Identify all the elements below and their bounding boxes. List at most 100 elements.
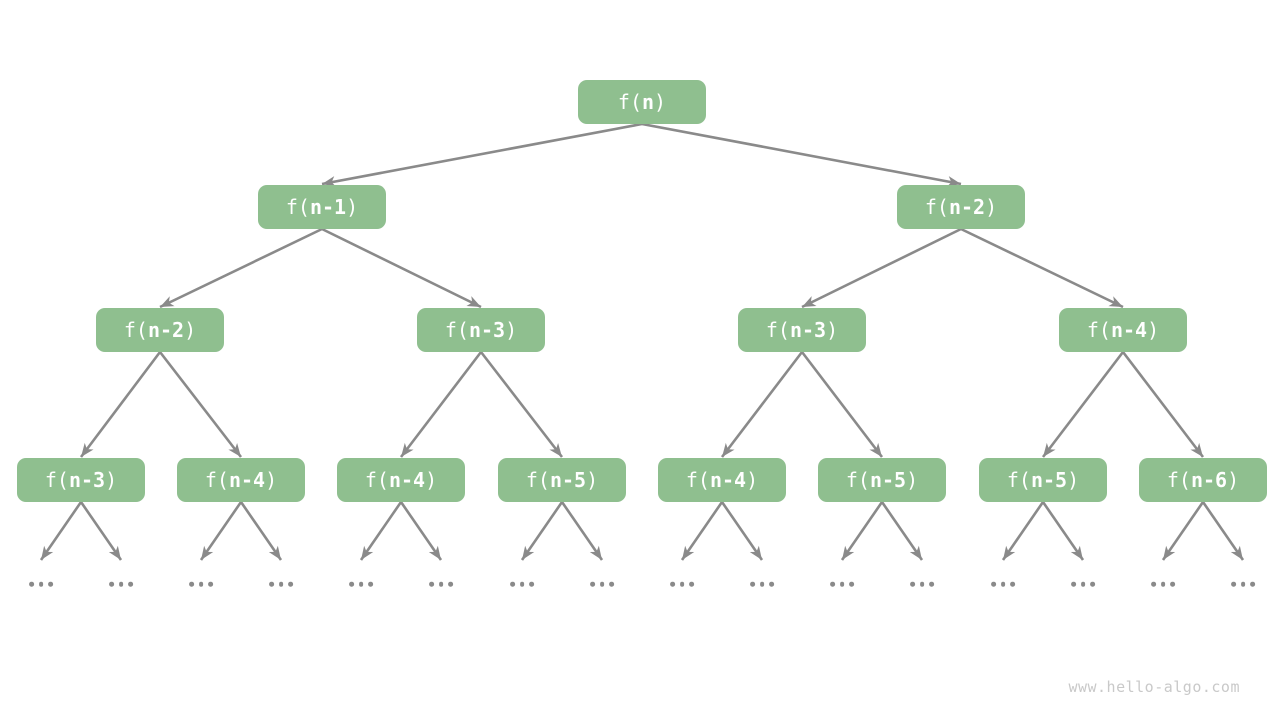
tree-node: f(n-6) [1139,458,1267,502]
edge-arrow [39,501,83,561]
node-label: f( [924,195,949,219]
ellipsis [670,581,694,587]
node-label: ) [184,318,197,342]
ellipsis [590,581,614,587]
tree-node: f(n-4) [1059,308,1187,352]
node-label: f( [285,195,310,219]
ellipsis-dot [48,581,53,587]
ellipsis-dot [368,581,373,587]
node-label: ) [1067,468,1080,492]
tree-node: f(n-4) [658,458,786,502]
tree-node: f(n-4) [337,458,465,502]
ellipsis-dot [670,581,675,587]
node-label: n-3 [468,318,506,342]
tree-node: f(n-2) [96,308,224,352]
ellipsis-dot [519,581,525,587]
edge-arrow [1161,501,1205,561]
edge-arrow [720,501,764,561]
tree-node: f(n-3) [417,308,545,352]
node-label: ) [1147,318,1160,342]
node-label: f( [765,318,790,342]
ellipsis [830,581,854,587]
node-label: ) [906,468,919,492]
edge-arrow [960,227,1124,309]
node-label: f( [204,468,229,492]
node-label: f( [1006,468,1031,492]
node-label: n-5 [549,468,587,492]
ellipsis [1071,581,1095,587]
edge-arrow [1041,351,1125,458]
ellipsis [429,581,453,587]
edge-arrow [158,351,243,458]
node-label: n-3 [68,468,106,492]
node-label: n-4 [228,468,266,492]
ellipsis-dot [128,581,133,587]
tree-node: f(n-3) [738,308,866,352]
edge-arrow [1041,501,1085,561]
edge-arrow [801,227,962,309]
ellipsis-dot [1071,581,1076,587]
tree-node: f(n-5) [818,458,946,502]
ellipsis [349,581,373,587]
node-label: f( [444,318,469,342]
ellipsis [510,581,534,587]
ellipsis-dot [919,581,925,587]
ellipsis-dot [349,581,354,587]
node-label: ) [105,468,118,492]
ellipsis-dot [288,581,293,587]
node-label: n-3 [789,318,827,342]
edge-arrow [321,227,482,309]
ellipsis-dot [839,581,845,587]
edge-arrow [79,501,123,561]
edge-arrow [800,351,884,458]
edge-arrow [560,501,604,561]
ellipsis-dot [1090,581,1095,587]
ellipsis [189,581,213,587]
tree-node: f(n-5) [979,458,1107,502]
ellipsis-dot [1160,581,1166,587]
edge-arrow [321,122,643,187]
ellipsis-dot [679,581,685,587]
ellipsis [910,581,934,587]
node-label: ) [265,468,278,492]
edge-arrow [520,501,564,561]
ellipsis-dot [38,581,44,587]
ellipsis-dot [590,581,595,587]
ellipsis-dot [109,581,114,587]
tree-node: f(n) [578,80,706,124]
ellipsis-dot [278,581,284,587]
ellipsis-dot [1151,581,1156,587]
ellipsis-dot [429,581,434,587]
node-label: ) [425,468,438,492]
ellipsis-dot [1240,581,1246,587]
tree-node: f(n-5) [498,458,626,502]
ellipsis-dot [599,581,605,587]
ellipsis-dot [910,581,915,587]
edge-arrow [1201,501,1245,561]
node-label: n-5 [869,468,907,492]
node-label: n-1 [309,195,347,219]
ellipsis-dot [189,581,194,587]
ellipsis-dot [510,581,515,587]
node-label: f( [845,468,870,492]
ellipsis [29,581,53,587]
ellipsis-dot [1231,581,1236,587]
ellipsis-dot [358,581,364,587]
ellipsis-dot [29,581,34,587]
ellipsis-dot [750,581,755,587]
edge-arrow [199,501,243,561]
edge-arrow [479,351,564,458]
ellipsis-dot [198,581,204,587]
edge-arrow [641,122,962,187]
node-label: ) [746,468,759,492]
ellipsis-dot [830,581,835,587]
node-label: n-2 [147,318,185,342]
edge-arrow [359,501,403,561]
edge-arrow [680,501,724,561]
ellipsis [109,581,133,587]
node-label: f( [525,468,550,492]
node-label: ) [654,90,667,114]
ellipsis [1231,581,1255,587]
